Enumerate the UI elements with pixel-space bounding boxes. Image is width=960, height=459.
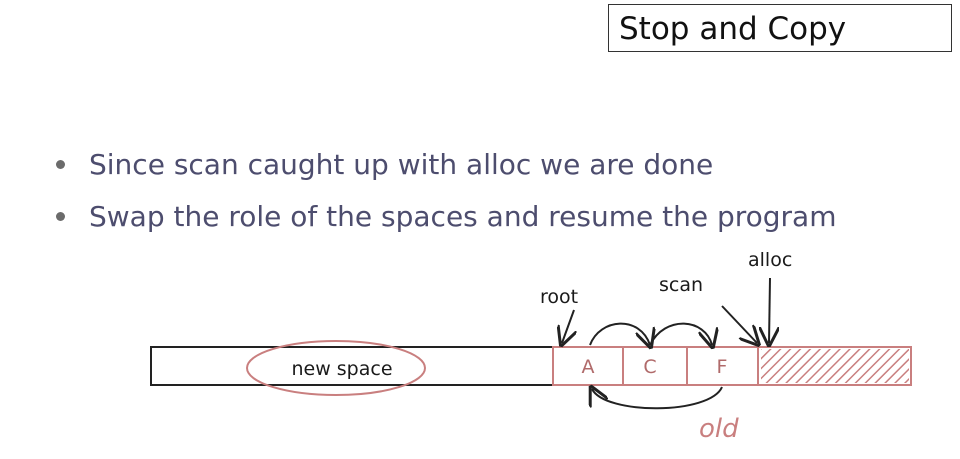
bullet-dot-icon xyxy=(56,159,65,169)
bullet-item: Swap the role of the spaces and resume t… xyxy=(52,190,836,242)
slide-title: Stop and Copy xyxy=(619,11,847,47)
old-label: old xyxy=(699,414,739,444)
bullet-text: Swap the role of the spaces and resume t… xyxy=(89,199,837,233)
pointer-arc-c-to-f xyxy=(649,322,712,345)
root-arrow xyxy=(562,309,574,343)
alloc-label: alloc xyxy=(748,249,792,271)
new-space-circle xyxy=(246,340,426,396)
bullet-dot-icon xyxy=(56,211,65,221)
alloc-arrow xyxy=(769,277,770,343)
root-label: root xyxy=(540,286,578,308)
new-space-label: new space xyxy=(291,358,392,380)
cell-a-label: A xyxy=(582,356,595,378)
bullet-item: Since scan caught up with alloc we are d… xyxy=(52,138,836,190)
free-space-hatch xyxy=(761,349,909,383)
bullet-list: Since scan caught up with alloc we are d… xyxy=(52,138,836,242)
bullet-text: Since scan caught up with alloc we are d… xyxy=(89,147,714,181)
scan-arrow xyxy=(721,305,757,343)
scan-label: scan xyxy=(659,274,703,296)
slide-title-box: Stop and Copy xyxy=(608,4,952,52)
cell-f-label: F xyxy=(717,356,728,378)
pointer-arc-a-to-c xyxy=(589,322,650,345)
pointer-arc-f-to-a xyxy=(592,387,723,410)
cell-c-label: C xyxy=(643,356,656,378)
